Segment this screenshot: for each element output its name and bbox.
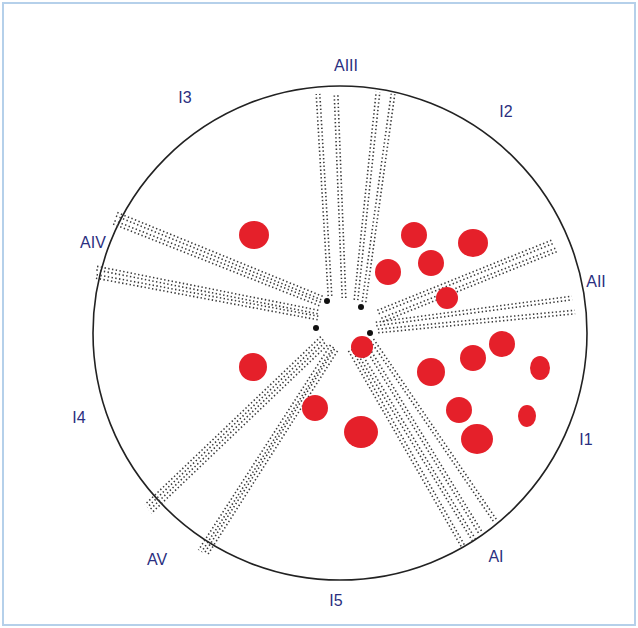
pore-row (334, 93, 342, 298)
interambulacrum-label: I4 (72, 410, 85, 426)
pore-row (376, 300, 572, 326)
ambulacrum-label: AI (488, 549, 503, 565)
pore-row (378, 314, 575, 333)
pore-row (208, 351, 338, 555)
pore-row (378, 310, 575, 329)
red-spot (418, 250, 444, 276)
red-spot (302, 395, 328, 421)
pore-row (338, 93, 346, 298)
pore-row (151, 345, 327, 513)
apical-dot (358, 304, 364, 310)
pore-row (376, 296, 572, 322)
red-spot (239, 353, 267, 381)
interambulacrum-label: I1 (579, 432, 592, 448)
red-spot (461, 424, 493, 454)
pore-row (348, 351, 461, 547)
red-spot (489, 331, 515, 357)
pore-row (96, 270, 318, 314)
pore-row (381, 248, 555, 318)
frame (3, 3, 635, 625)
pore-row (115, 216, 321, 300)
interambulacrum-label: I2 (499, 104, 512, 120)
pore-row (373, 339, 497, 521)
apical-dot (313, 325, 319, 331)
test-outline (93, 86, 587, 580)
red-spot (460, 345, 486, 371)
pore-row (145, 337, 321, 505)
pore-row (94, 278, 318, 320)
pore-row (354, 92, 376, 300)
pore-row (354, 349, 472, 541)
interambulacrum-label: I3 (178, 90, 191, 106)
pore-row (352, 349, 465, 545)
ambulacrum-label: AV (147, 552, 167, 568)
interambulacrum-label: I5 (329, 593, 342, 609)
pore-row (149, 343, 325, 511)
pore-row (96, 266, 318, 310)
red-spot (458, 229, 488, 257)
red-spot (436, 287, 458, 309)
pore-row (94, 274, 318, 316)
red-spot (344, 416, 378, 448)
pore-row (204, 349, 334, 553)
ambulacrum-label: AII (586, 274, 606, 290)
ambulacrum-label: AIII (334, 58, 358, 74)
pore-row (320, 94, 332, 296)
red-spot (351, 336, 373, 358)
ambulacrum-label: AIV (80, 235, 106, 251)
red-spot (239, 221, 269, 249)
pore-row (117, 212, 323, 296)
pore-row (198, 345, 330, 550)
apical-dots (313, 298, 373, 336)
pore-row (202, 347, 334, 552)
red-spot (375, 259, 401, 285)
red-spots (239, 221, 550, 454)
apical-dot (367, 330, 373, 336)
red-spot (446, 397, 472, 423)
pore-row (147, 339, 323, 507)
ambulacral-pore-rows (94, 92, 576, 555)
red-spot (401, 222, 427, 248)
apical-dot (324, 298, 330, 304)
red-spot (518, 405, 536, 427)
pore-row (383, 252, 557, 322)
pore-row (358, 347, 476, 539)
red-spot (530, 356, 550, 380)
red-spot (417, 358, 445, 386)
